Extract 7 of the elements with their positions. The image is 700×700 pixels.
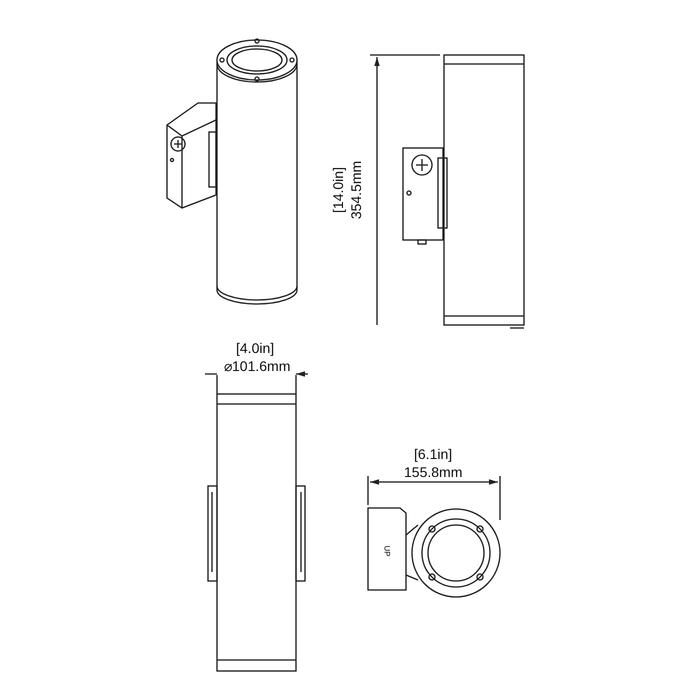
dimension-text: 354.5mm xyxy=(348,160,364,220)
dimension-text: ⌀101.6mm xyxy=(224,358,290,374)
dimension-text: [4.0in] xyxy=(236,340,274,356)
dimension-text: [14.0in] xyxy=(330,167,346,213)
bracket-text: UP xyxy=(381,545,392,557)
dimension-text: [6.1in] xyxy=(414,446,452,462)
dimension-text: 155.8mm xyxy=(404,464,462,480)
